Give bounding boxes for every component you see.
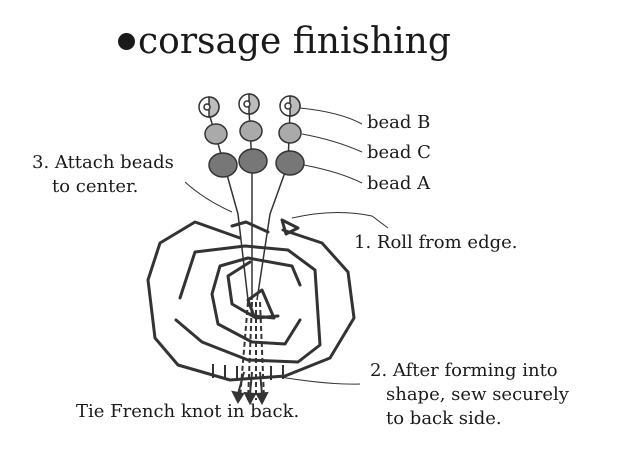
leader-step2 xyxy=(279,376,361,385)
rolled-edge-curl xyxy=(280,218,300,236)
label-step2-line1: 2. After forming into xyxy=(370,360,558,381)
leader-bead-b xyxy=(299,107,363,125)
rose-inner-spiral xyxy=(210,256,302,346)
bullet-dot xyxy=(118,33,135,50)
label-bead-a: bead A xyxy=(367,173,431,194)
leader-bead-c xyxy=(301,133,363,153)
bead-strand-left xyxy=(198,96,238,178)
rose-outer-spiral xyxy=(146,220,356,382)
label-step2-line2: shape, sew securely xyxy=(386,384,569,405)
page-title: corsage finishing xyxy=(118,20,451,64)
title-text: corsage finishing xyxy=(138,21,451,62)
french-knot-arrows xyxy=(231,371,269,406)
bead-strand-middle xyxy=(238,93,268,174)
label-bead-b: bead B xyxy=(367,112,431,133)
label-step3-line1: 3. Attach beads xyxy=(32,152,174,173)
label-step3-line2: to center. xyxy=(52,176,139,197)
rolled-fabric xyxy=(146,218,356,382)
rolled-edge-top xyxy=(230,220,270,234)
seam-ticks xyxy=(212,364,284,380)
label-step2-line3: to back side. xyxy=(386,408,502,429)
label-step1: 1. Roll from edge. xyxy=(354,232,518,253)
rose-middle-spiral xyxy=(174,244,322,364)
leader-step3 xyxy=(184,181,233,213)
leader-step1 xyxy=(291,211,389,229)
leader-bead-a xyxy=(303,164,363,184)
callout-leaders xyxy=(184,107,389,385)
bead-strand-right xyxy=(275,95,305,176)
label-bottom-note: Tie French knot in back. xyxy=(76,401,300,422)
label-bead-c: bead C xyxy=(367,142,431,163)
